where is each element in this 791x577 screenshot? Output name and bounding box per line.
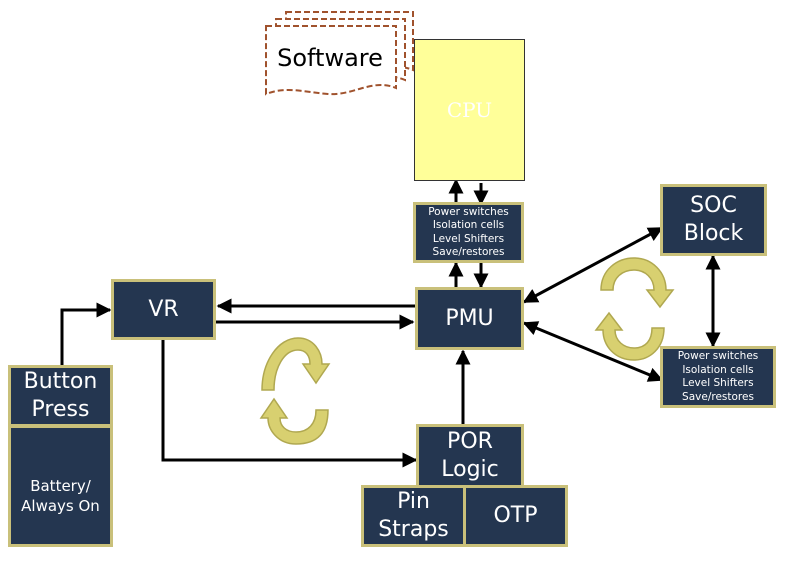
pin-straps-block: Pin Straps bbox=[361, 485, 466, 547]
software-document-icon bbox=[265, 11, 414, 96]
soc-block: SOC Block bbox=[660, 184, 767, 256]
cpu-label: CPU bbox=[446, 98, 493, 122]
otp-block: OTP bbox=[463, 485, 568, 547]
pmu-block: PMU bbox=[415, 287, 524, 350]
otp-label: OTP bbox=[493, 503, 538, 528]
vr-label: VR bbox=[148, 296, 179, 322]
por-logic-block: POR Logic bbox=[416, 424, 524, 488]
pin-straps-label: Pin Straps bbox=[378, 489, 449, 542]
arrow-pmu-soc-powerbox bbox=[522, 321, 664, 382]
cycle-arrows-icon bbox=[259, 337, 331, 445]
pmu-label: PMU bbox=[445, 305, 494, 331]
software-label: Software bbox=[277, 44, 383, 72]
soc-power-management-box: Power switches Isolation cells Level Shi… bbox=[660, 346, 776, 408]
cpu-power-management-box: Power switches Isolation cells Level Shi… bbox=[413, 202, 524, 263]
button-press-label: Button Press bbox=[23, 369, 98, 422]
arrow-button-to-vr bbox=[60, 302, 112, 365]
arrow-vr-to-por bbox=[161, 340, 418, 468]
soc-block-label: SOC Block bbox=[683, 193, 744, 246]
arrow-pmu-soc-block bbox=[522, 226, 664, 304]
cpu-power-management-label: Power switches Isolation cells Level Shi… bbox=[428, 205, 509, 259]
cpu-block: CPU bbox=[414, 39, 525, 181]
battery-always-on-label: Battery/ Always On bbox=[21, 477, 100, 515]
soc-power-management-label: Power switches Isolation cells Level Shi… bbox=[677, 350, 759, 403]
cycle-arrows-icon bbox=[594, 257, 675, 361]
button-press-block: Button Press bbox=[8, 365, 113, 427]
vr-block: VR bbox=[111, 279, 216, 340]
battery-always-on-block: Battery/ Always On bbox=[8, 425, 113, 547]
por-logic-label: POR Logic bbox=[441, 429, 499, 482]
